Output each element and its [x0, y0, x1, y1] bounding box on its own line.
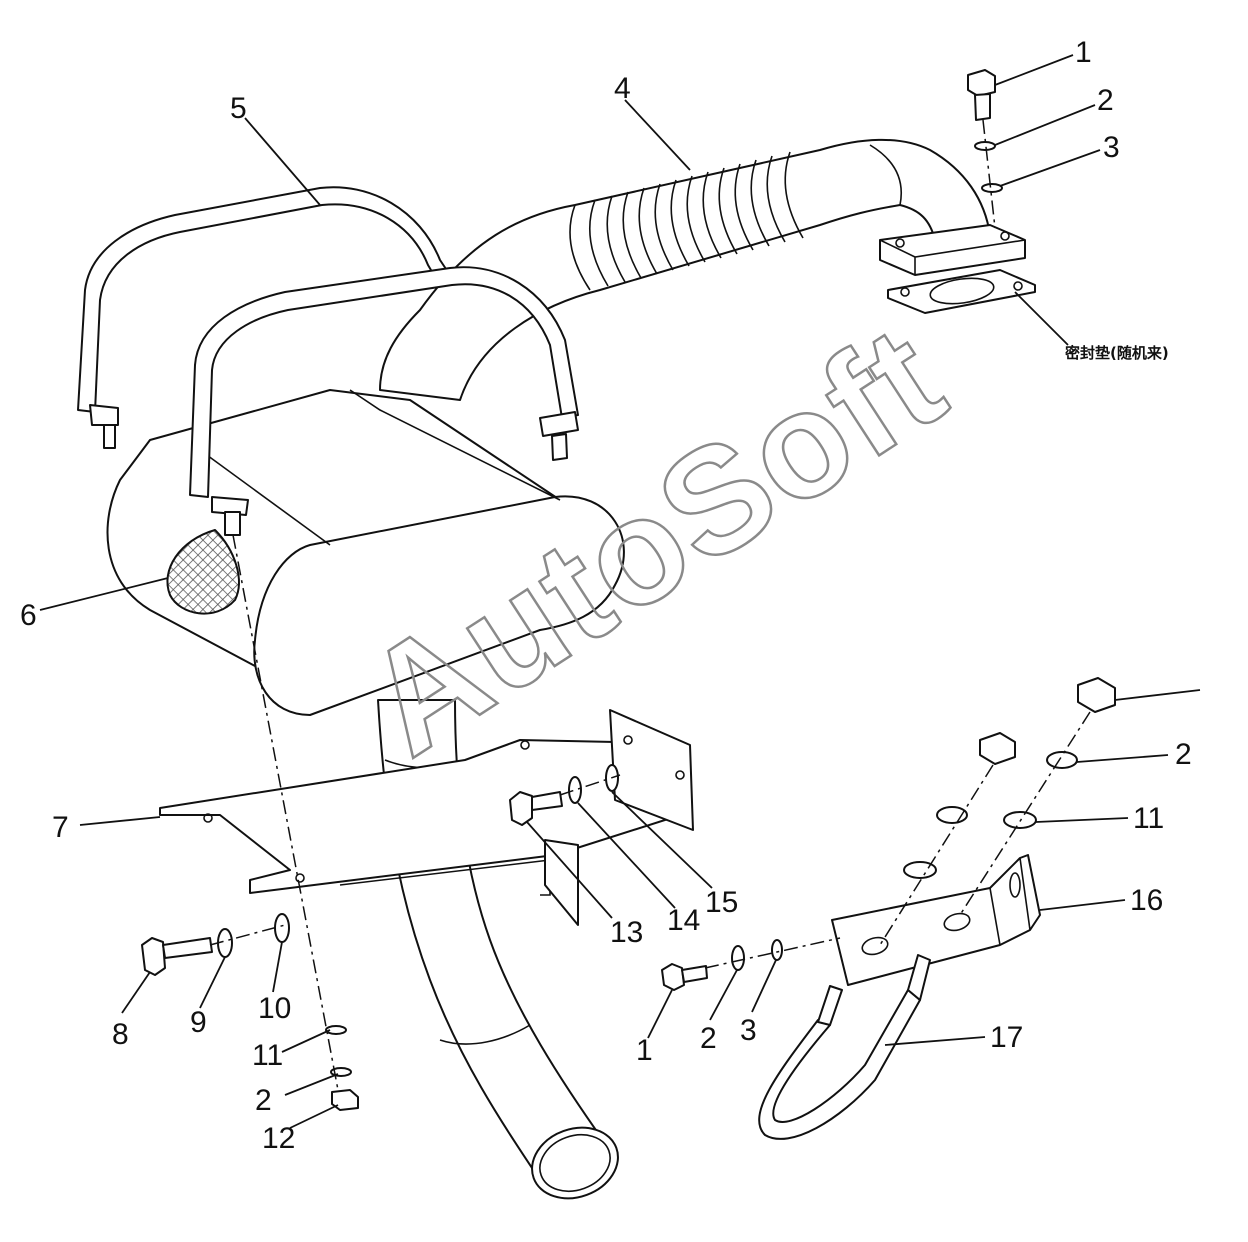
- u-bolt: [758, 954, 931, 1140]
- callouts: 1 2 3 4 5 6 7 8 9 10 11 2 12 13 14 15 1 …: [20, 36, 1192, 1155]
- nut-mid-right: [979, 732, 1016, 765]
- callout-10: 10: [258, 992, 291, 1025]
- callout-3-right: 3: [740, 1014, 757, 1047]
- callout-17: 17: [990, 1021, 1023, 1054]
- callout-12: 12: [262, 1122, 295, 1155]
- top-bolt: [967, 69, 996, 121]
- outlet-flange: [879, 224, 1026, 276]
- callout-3-top: 3: [1103, 131, 1120, 164]
- bolt-8: [141, 937, 213, 976]
- washer-14: [568, 776, 582, 804]
- callout-14: 14: [667, 904, 700, 937]
- mesh-patch: [166, 529, 240, 615]
- bolt-13: [509, 791, 563, 826]
- callout-6: 6: [20, 599, 37, 632]
- top-lock-washer: [974, 141, 996, 151]
- callout-13: 13: [610, 916, 643, 949]
- nut-top-right: [1077, 677, 1116, 713]
- assembly-axes: [209, 119, 1091, 1091]
- callout-1-top: 1: [1075, 36, 1092, 69]
- callout-5: 5: [230, 92, 247, 125]
- bolt-1-right: [661, 963, 708, 991]
- bellows-corrugations: [569, 151, 804, 291]
- washer-low: [903, 861, 937, 879]
- callout-2-right-low: 2: [700, 1022, 717, 1055]
- callout-9: 9: [190, 1006, 207, 1039]
- leader-lines: [39, 54, 1201, 1129]
- gasket-label: 密封垫(随机来): [1065, 344, 1169, 362]
- top-flat-washer: [981, 183, 1003, 193]
- washer-10: [274, 913, 290, 943]
- callout-11-left: 11: [252, 1039, 283, 1072]
- callout-7: 7: [52, 811, 69, 844]
- washer-2-right: [731, 945, 745, 971]
- gasket: [887, 269, 1036, 314]
- muffler: [106, 389, 625, 716]
- callout-1-right: 1: [636, 1034, 653, 1067]
- washer-11-left: [325, 1025, 347, 1035]
- flex-exhaust-pipe: [379, 138, 991, 401]
- hanger-bracket: [831, 854, 1041, 986]
- callout-8: 8: [112, 1018, 129, 1051]
- washer-2-right-high: [1046, 751, 1078, 769]
- callout-15: 15: [705, 886, 738, 919]
- nut-12: [331, 1089, 359, 1111]
- mounting-bracket: [159, 709, 694, 926]
- callout-16: 16: [1130, 884, 1163, 917]
- callout-2-right-high: 2: [1175, 738, 1192, 771]
- callout-11-right: 11: [1133, 802, 1164, 835]
- muffler-strap-front: [189, 266, 579, 536]
- washer-mid: [936, 806, 968, 824]
- callout-2-top: 2: [1097, 84, 1114, 117]
- callout-4: 4: [614, 72, 631, 105]
- callout-2-left: 2: [255, 1084, 272, 1117]
- washer-3-right: [771, 939, 783, 961]
